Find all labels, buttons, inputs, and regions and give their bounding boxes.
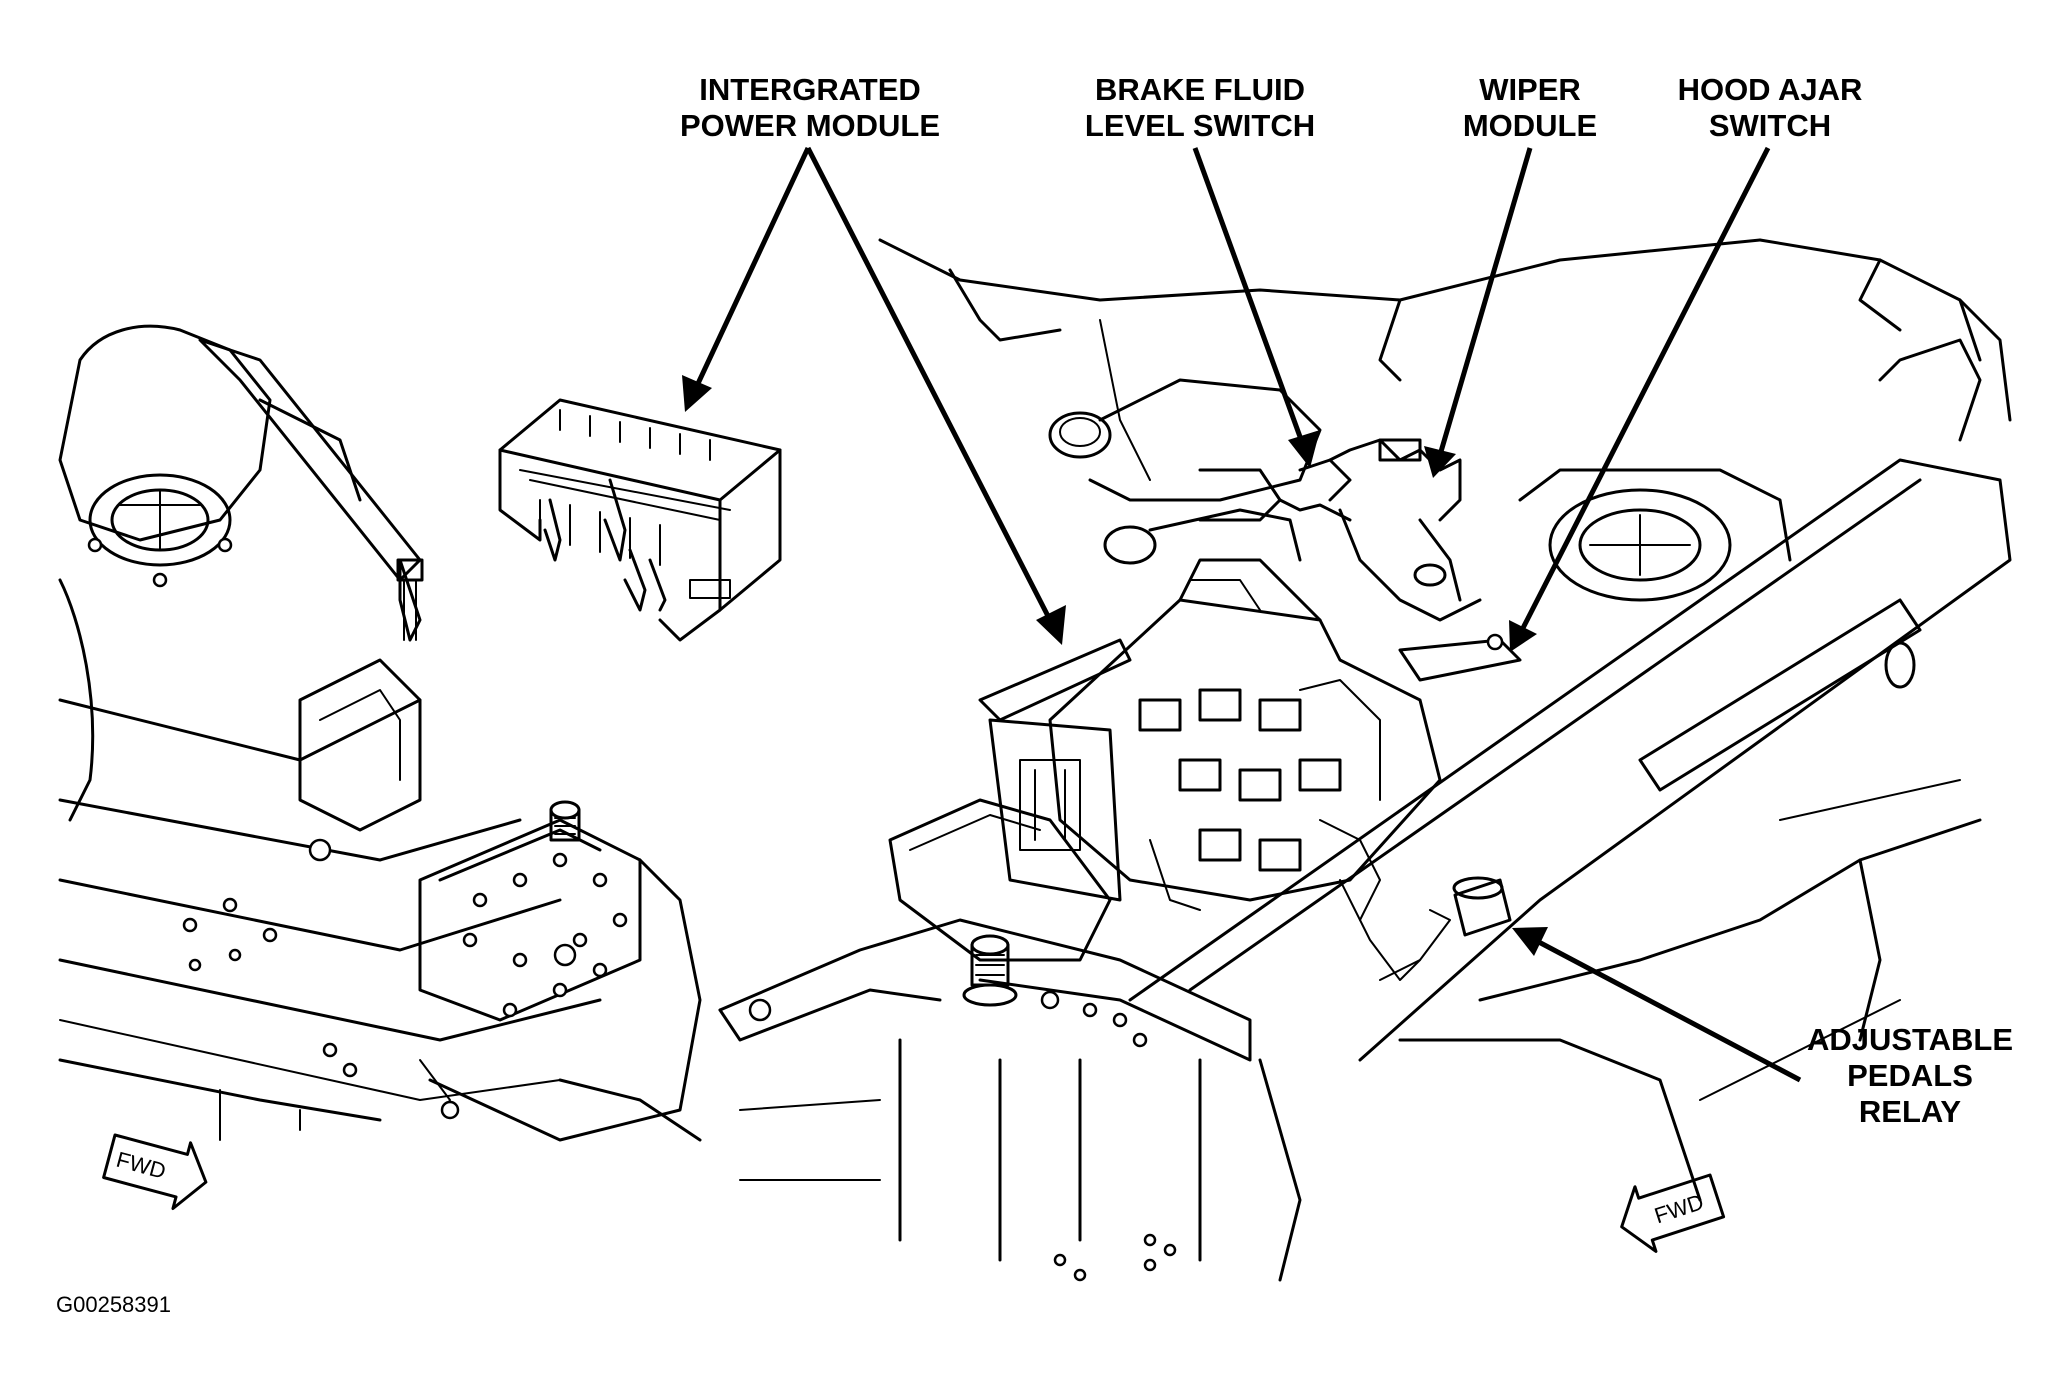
callout-arrows: [682, 146, 1802, 1083]
fwd-direction-right: FWD: [1620, 1173, 1726, 1253]
label-brake-line-1: BRAKE FLUID: [1094, 72, 1306, 107]
arrow-brake-switch: [1192, 147, 1306, 446]
figure-id: G00258391: [56, 1292, 171, 1317]
label-hood-line-1: HOOD AJAR: [1677, 72, 1863, 107]
label-pedals-line-1: ADJUSTABLE: [1806, 1022, 2014, 1057]
arrow-ipm-right-head: [1036, 605, 1066, 645]
arrow-hood-switch-head: [1509, 620, 1537, 652]
fwd-direction-left: FWD: [102, 1133, 208, 1211]
integrated-power-module-unit: [498, 398, 782, 642]
left-engine-bay-view: [58, 324, 782, 1142]
label-hood-line-2: SWITCH: [1708, 108, 1832, 143]
label-brake-fluid-level-switch: BRAKE FLUID LEVEL SWITCH: [1070, 72, 1330, 144]
label-ipm-line-1: INTERGRATED: [699, 72, 921, 107]
label-wiper-line-2: MODULE: [1462, 108, 1598, 143]
arrow-brake-switch-head: [1288, 430, 1320, 468]
label-hood-ajar-switch: HOOD AJAR SWITCH: [1660, 72, 1880, 144]
arrow-ipm-left: [692, 146, 811, 392]
fwd-left-text: FWD: [114, 1147, 169, 1184]
label-pedals-line-2: PEDALS: [1847, 1058, 1973, 1093]
label-pedals-line-3: RELAY: [1858, 1094, 1962, 1129]
label-integrated-power-module: INTERGRATED POWER MODULE: [660, 72, 960, 144]
label-wiper-line-1: WIPER: [1479, 72, 1581, 107]
label-adjustable-pedals-relay: ADJUSTABLE PEDALS RELAY: [1800, 1022, 2020, 1130]
arrow-pedals-relay-head: [1512, 927, 1548, 956]
label-ipm-line-2: POWER MODULE: [679, 108, 941, 143]
arrow-hood-switch: [1519, 146, 1771, 632]
arrow-wiper-module: [1437, 147, 1533, 456]
fwd-right-text: FWD: [1651, 1189, 1706, 1228]
label-brake-line-2: LEVEL SWITCH: [1084, 108, 1316, 143]
arrow-ipm-right: [805, 146, 1053, 622]
arrow-ipm-left-head: [682, 375, 712, 412]
right-engine-bay-view: [718, 238, 2012, 1282]
arrow-pedals-relay: [1533, 937, 1802, 1083]
label-wiper-module: WIPER MODULE: [1440, 72, 1620, 144]
arrow-wiper-module-head: [1424, 446, 1456, 478]
